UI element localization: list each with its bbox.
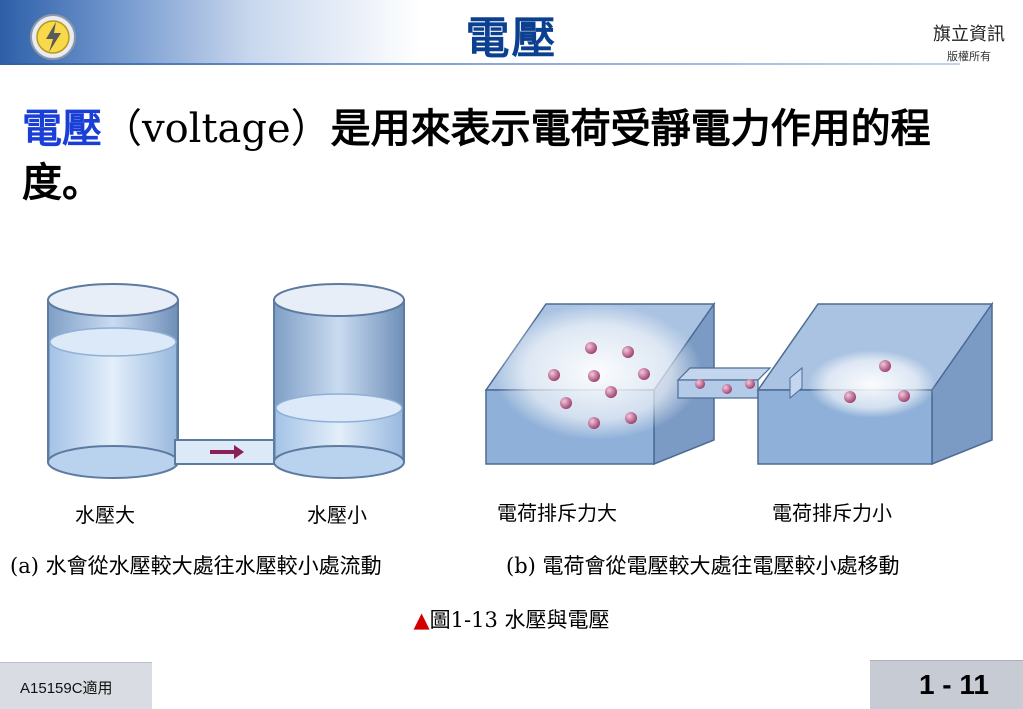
page-number: 1 - 11 bbox=[918, 669, 989, 700]
tank-high-water bbox=[47, 283, 179, 479]
publisher-block: 旗立資訊 版權所有 bbox=[933, 20, 1005, 64]
figure-illustration bbox=[47, 283, 994, 479]
header-rule bbox=[0, 63, 960, 65]
publisher-name: 旗立資訊 bbox=[933, 24, 1005, 45]
slide-title: 電壓 bbox=[465, 13, 558, 64]
caption-triangle-icon: ▲ bbox=[413, 608, 430, 632]
publisher-rights: 版權所有 bbox=[947, 50, 991, 63]
caption-a: (a) 水會從水壓較大處往水壓較小處流動 bbox=[10, 554, 382, 578]
connecting-pipe bbox=[174, 439, 278, 465]
footer-course-box: A15159C適用 bbox=[0, 662, 152, 709]
lightning-logo-icon bbox=[30, 14, 76, 60]
caption-b: (b) 電荷會從電壓較大處往電壓較小處移動 bbox=[506, 554, 900, 578]
label-low-water: 水壓小 bbox=[307, 503, 367, 527]
caption-text: 圖1-13 水壓與電壓 bbox=[429, 608, 610, 632]
figure-caption: ▲圖1-13 水壓與電壓 bbox=[0, 604, 1023, 634]
charge-tube bbox=[676, 367, 772, 399]
definition-rest: 是用來表示電荷受靜電力作用的程度。 bbox=[22, 106, 931, 206]
definition-english: （voltage） bbox=[102, 106, 331, 152]
label-high-charge: 電荷排斥力大 bbox=[497, 501, 617, 525]
box-low-charge bbox=[756, 301, 994, 466]
box-high-charge bbox=[484, 301, 716, 466]
label-high-water: 水壓大 bbox=[75, 503, 135, 527]
flow-arrow-icon bbox=[234, 445, 244, 459]
header-gradient bbox=[0, 0, 560, 64]
footer-page-box: 1 - 11 bbox=[870, 660, 1023, 709]
definition-text: 電壓（voltage）是用來表示電荷受靜電力作用的程度。 bbox=[22, 102, 1007, 210]
definition-term: 電壓 bbox=[22, 106, 102, 152]
footer-course: A15159C適用 bbox=[20, 680, 113, 697]
label-low-charge: 電荷排斥力小 bbox=[772, 501, 892, 525]
tank-low-water bbox=[273, 283, 405, 479]
